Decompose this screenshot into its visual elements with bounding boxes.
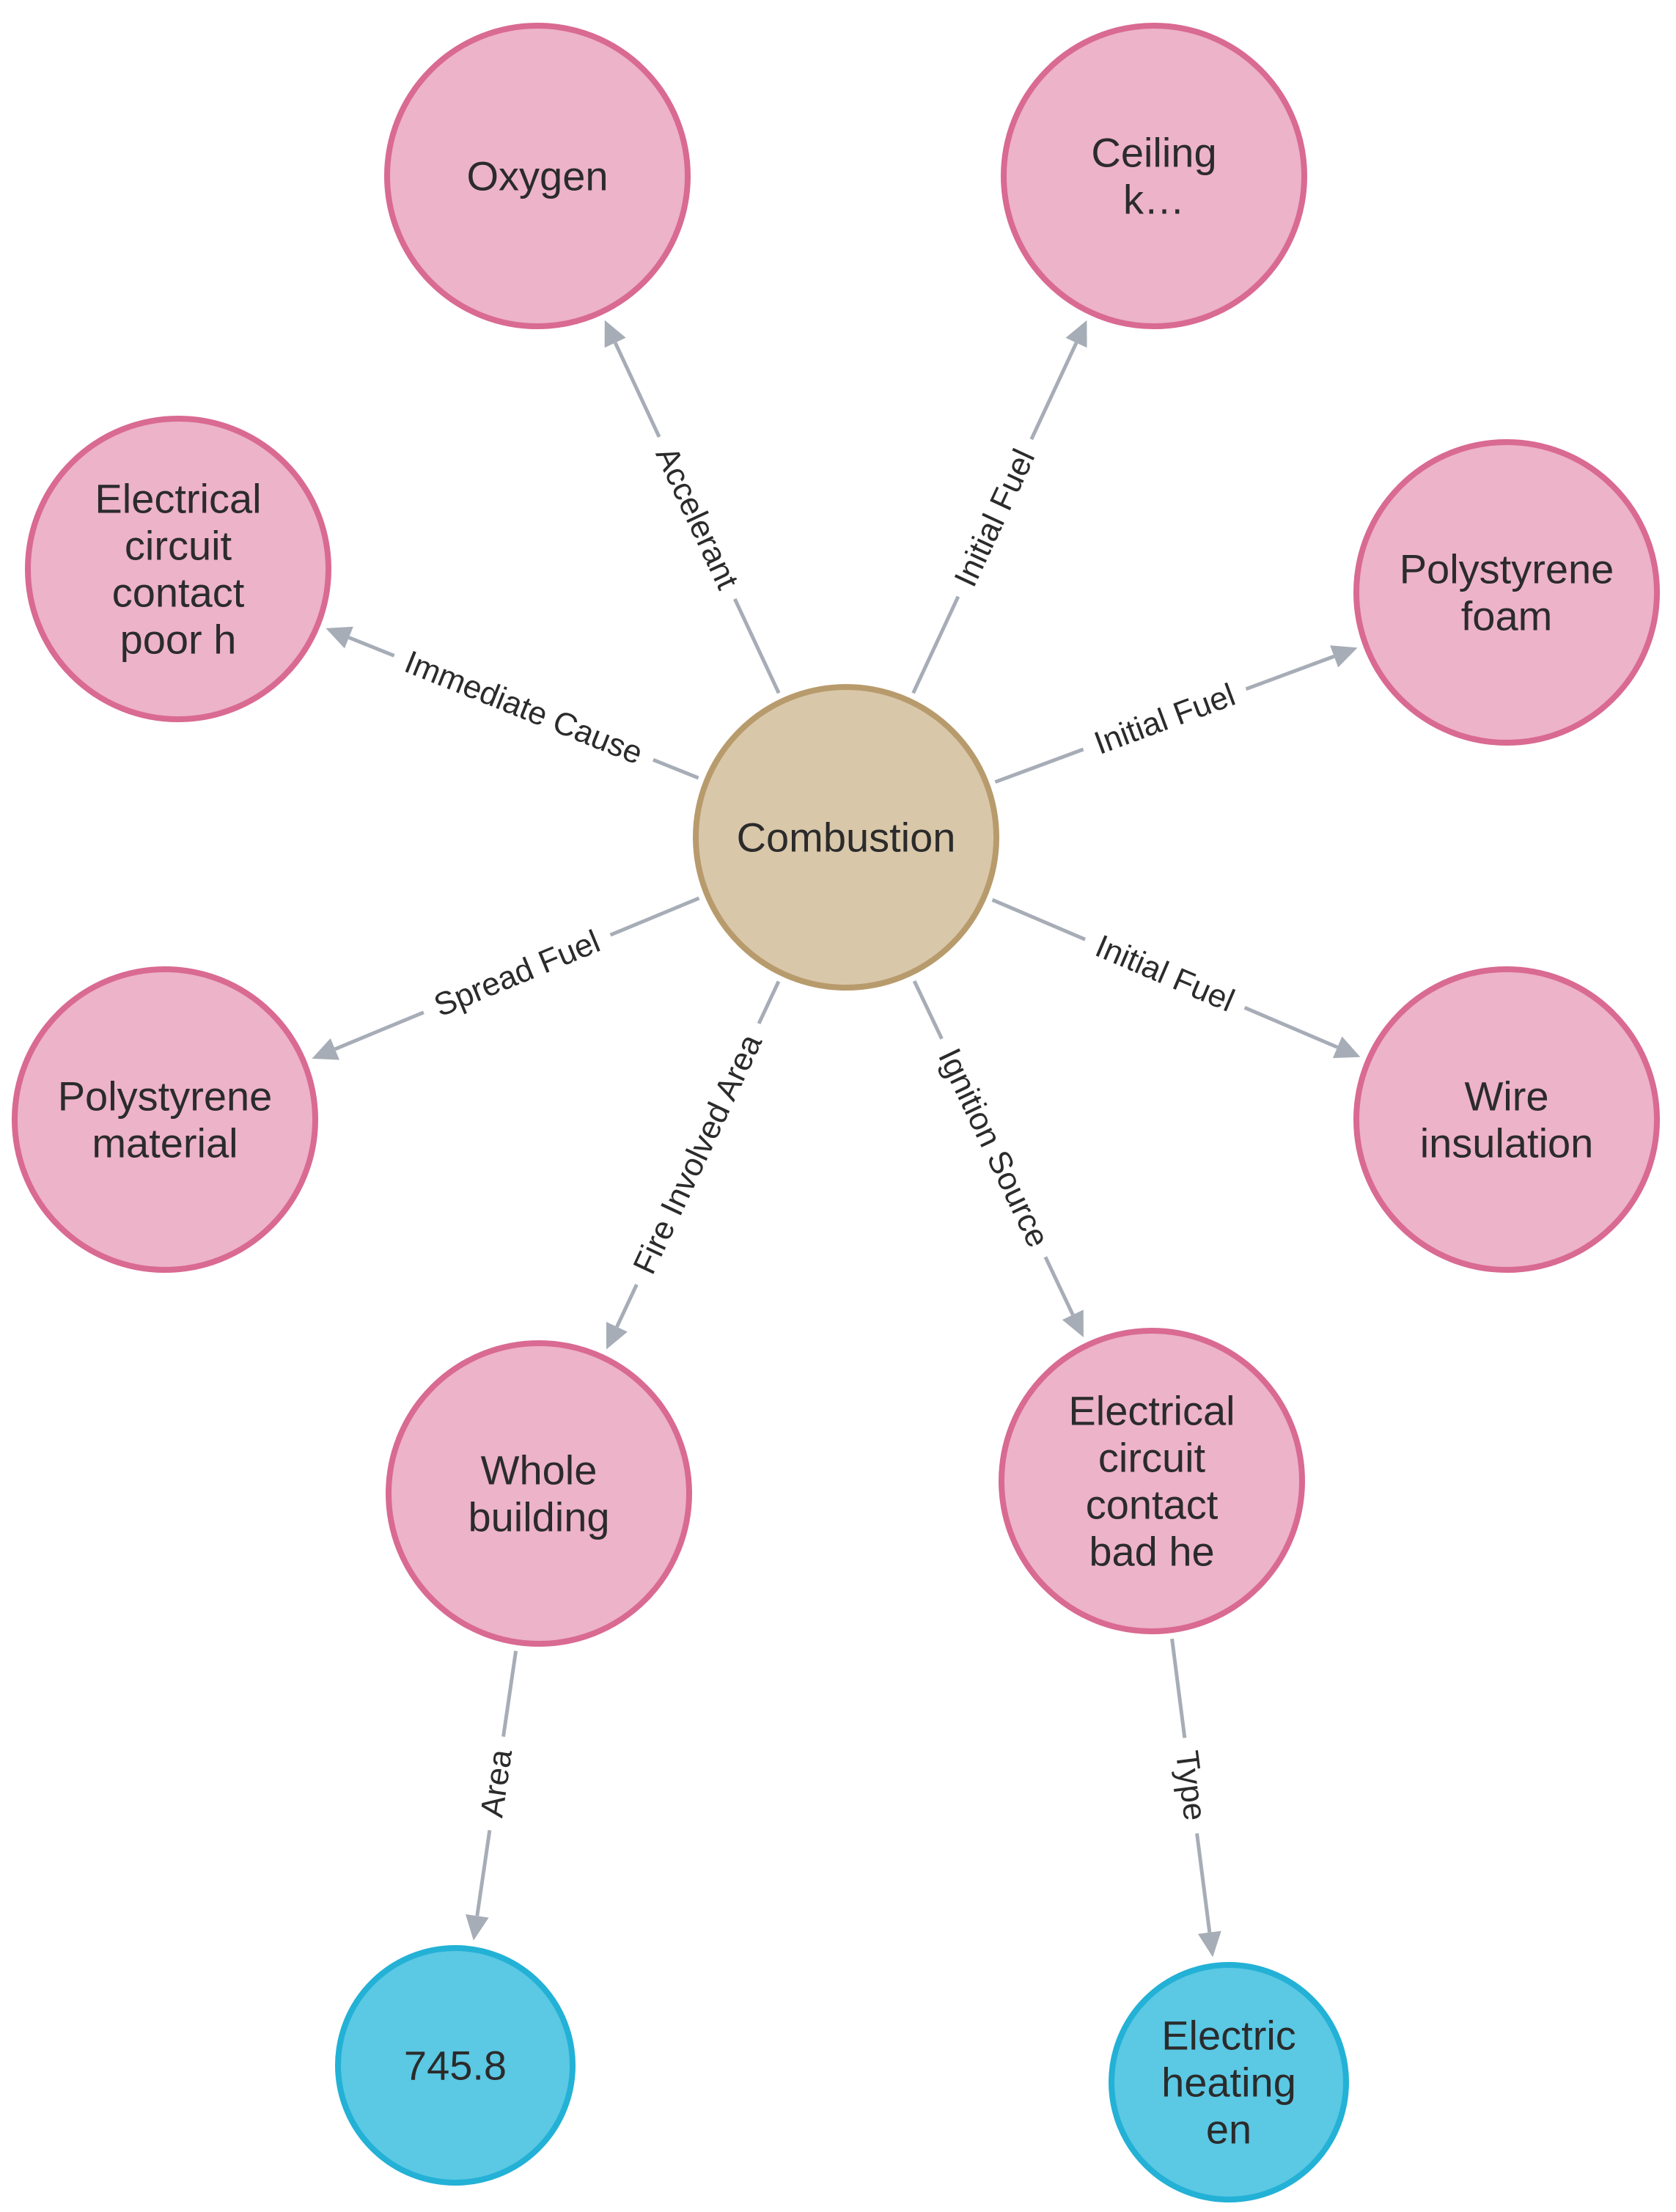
edge-line bbox=[501, 1650, 518, 1738]
node-circle[interactable] bbox=[12, 966, 318, 1273]
edge-line bbox=[1243, 1005, 1339, 1049]
edge-label: Initial Fuel bbox=[1089, 677, 1240, 762]
edge-combustion-to-whole-building: Fire Involved Area bbox=[606, 980, 781, 1350]
edge-line bbox=[912, 980, 944, 1040]
edge-line bbox=[1043, 1256, 1075, 1316]
edge-label: Initial Fuel bbox=[1090, 928, 1240, 1019]
edge-arrowhead bbox=[312, 1038, 340, 1060]
edge-label: Immediate Cause bbox=[400, 644, 647, 771]
edge-line bbox=[609, 896, 700, 937]
node-label: material bbox=[92, 1120, 238, 1166]
edge-line bbox=[348, 636, 395, 658]
node-circle[interactable] bbox=[1353, 439, 1660, 746]
node-ceiling[interactable]: Ceilingk… bbox=[1001, 23, 1307, 329]
edge-arrowhead bbox=[1332, 1036, 1361, 1059]
edge-label: Accelerant bbox=[649, 441, 746, 595]
node-label: contact bbox=[112, 570, 245, 616]
node-label: Polystyrene bbox=[58, 1073, 273, 1120]
node-label: building bbox=[468, 1494, 609, 1540]
edge-combustion-to-wire: Initial Fuel bbox=[991, 897, 1361, 1059]
edge-line bbox=[991, 897, 1087, 941]
node-circle[interactable] bbox=[1353, 966, 1660, 1273]
edge-label: Ignition Source bbox=[931, 1043, 1056, 1253]
edge-arrowhead bbox=[326, 626, 353, 649]
node-circle[interactable] bbox=[384, 23, 691, 329]
edge-elec-bad-to-electric-heating: Type bbox=[1169, 1638, 1221, 1958]
node-circle[interactable] bbox=[386, 1340, 692, 1647]
node-oxygen[interactable]: Oxygen bbox=[384, 23, 691, 329]
edge-arrowhead bbox=[1065, 320, 1087, 348]
nodes-layer: CombustionOxygenCeilingk…Electricalcircu… bbox=[12, 23, 1660, 2202]
edge-combustion-to-ceiling: Initial Fuel bbox=[911, 320, 1087, 694]
edge-combustion-to-elec-poor: Immediate Cause bbox=[326, 626, 699, 780]
node-label: Electrical bbox=[1068, 1388, 1235, 1434]
edge-combustion-to-oxygen: Accelerant bbox=[604, 320, 781, 694]
node-circle[interactable] bbox=[335, 1945, 576, 2186]
node-label: circuit bbox=[125, 523, 232, 569]
edge-arrowhead bbox=[1330, 645, 1358, 668]
edge-line bbox=[1245, 654, 1335, 691]
edge-arrowhead bbox=[465, 1914, 489, 1941]
node-label: poor h bbox=[120, 617, 237, 663]
node-label: Ceiling bbox=[1091, 130, 1216, 176]
node-label: Electrical bbox=[95, 476, 261, 522]
node-label: Polystyrene bbox=[1400, 546, 1614, 592]
edge-arrowhead bbox=[1197, 1930, 1221, 1958]
edge-combustion-to-poly-foam: Initial Fuel bbox=[994, 645, 1358, 784]
edge-combustion-to-elec-bad: Ignition Source bbox=[912, 980, 1084, 1337]
edge-combustion-to-poly-material: Spread Fuel bbox=[312, 896, 700, 1060]
edge-line bbox=[911, 595, 960, 694]
node-label: heating bbox=[1161, 2059, 1296, 2106]
edge-line bbox=[994, 747, 1084, 784]
node-label: 745.8 bbox=[404, 2043, 507, 2089]
node-label: foam bbox=[1461, 593, 1553, 639]
node-label: Wire bbox=[1464, 1073, 1548, 1120]
edge-label: Spread Fuel bbox=[429, 923, 605, 1024]
node-combustion[interactable]: Combustion bbox=[693, 684, 999, 991]
node-circle[interactable] bbox=[25, 416, 331, 722]
edge-line bbox=[475, 1829, 492, 1917]
node-circle[interactable] bbox=[999, 1328, 1305, 1634]
node-area-value[interactable]: 745.8 bbox=[335, 1945, 576, 2186]
edge-whole-building-to-area-value: Area bbox=[465, 1650, 519, 1941]
edge-line bbox=[613, 342, 661, 438]
edge-line bbox=[757, 980, 781, 1025]
node-label: en bbox=[1206, 2106, 1252, 2153]
edge-line bbox=[1029, 342, 1078, 441]
node-circle[interactable] bbox=[693, 684, 999, 991]
node-circle[interactable] bbox=[1109, 1962, 1349, 2202]
node-label: Oxygen bbox=[467, 153, 609, 199]
node-label: Combustion bbox=[737, 815, 956, 861]
edge-line bbox=[732, 598, 781, 694]
edge-label: Type bbox=[1169, 1749, 1213, 1823]
edge-label: Area bbox=[474, 1746, 519, 1820]
edge-line bbox=[653, 758, 699, 780]
edge-arrowhead bbox=[1062, 1309, 1084, 1337]
node-label: contact bbox=[1086, 1482, 1219, 1528]
edge-arrowhead bbox=[606, 1321, 628, 1350]
edge-line bbox=[1170, 1638, 1187, 1738]
node-label: Whole bbox=[481, 1447, 598, 1493]
node-circle[interactable] bbox=[1001, 23, 1307, 329]
edge-line bbox=[334, 1010, 424, 1051]
edge-label: Fire Involved Area bbox=[626, 1029, 769, 1279]
edge-label: Initial Fuel bbox=[947, 444, 1042, 592]
node-label: bad he bbox=[1089, 1529, 1214, 1575]
edge-line bbox=[615, 1284, 639, 1328]
node-label: k… bbox=[1123, 177, 1185, 223]
node-label: circuit bbox=[1098, 1435, 1206, 1481]
edge-line bbox=[1195, 1833, 1212, 1933]
edge-arrowhead bbox=[604, 320, 626, 348]
node-label: Electric bbox=[1161, 2013, 1296, 2059]
node-label: insulation bbox=[1420, 1120, 1594, 1166]
